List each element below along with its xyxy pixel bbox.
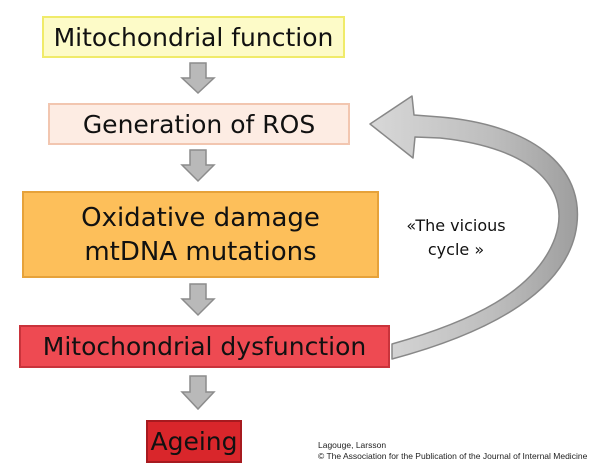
credit-authors: Lagouge, Larsson [318,440,387,450]
mitochondrial-function-label: Mitochondrial function [53,22,334,52]
cycle-arrow [369,95,579,360]
oxidative-damage-label: Oxidative damage mtDNA mutations [81,202,320,267]
generation-of-ros-box: Generation of ROS [48,103,350,145]
mitochondrial-function-box: Mitochondrial function [42,16,345,58]
down-arrow-2 [180,149,216,183]
credit-copyright: © The Association for the Publication of… [318,451,588,461]
ageing-box: Ageing [146,420,242,463]
mitochondrial-dysfunction-box: Mitochondrial dysfunction [19,325,390,368]
credit: Lagouge, Larsson © The Association for t… [318,440,587,462]
down-arrow-3 [180,283,216,317]
ageing-label: Ageing [150,427,238,456]
mitochondrial-dysfunction-label: Mitochondrial dysfunction [42,332,367,361]
down-arrow-1 [180,62,216,95]
generation-of-ros-label: Generation of ROS [82,109,316,139]
oxidative-damage-box: Oxidative damage mtDNA mutations [22,191,379,278]
down-arrow-4 [180,375,216,411]
vicious-cycle-label: «The vicious cycle » [406,216,506,259]
